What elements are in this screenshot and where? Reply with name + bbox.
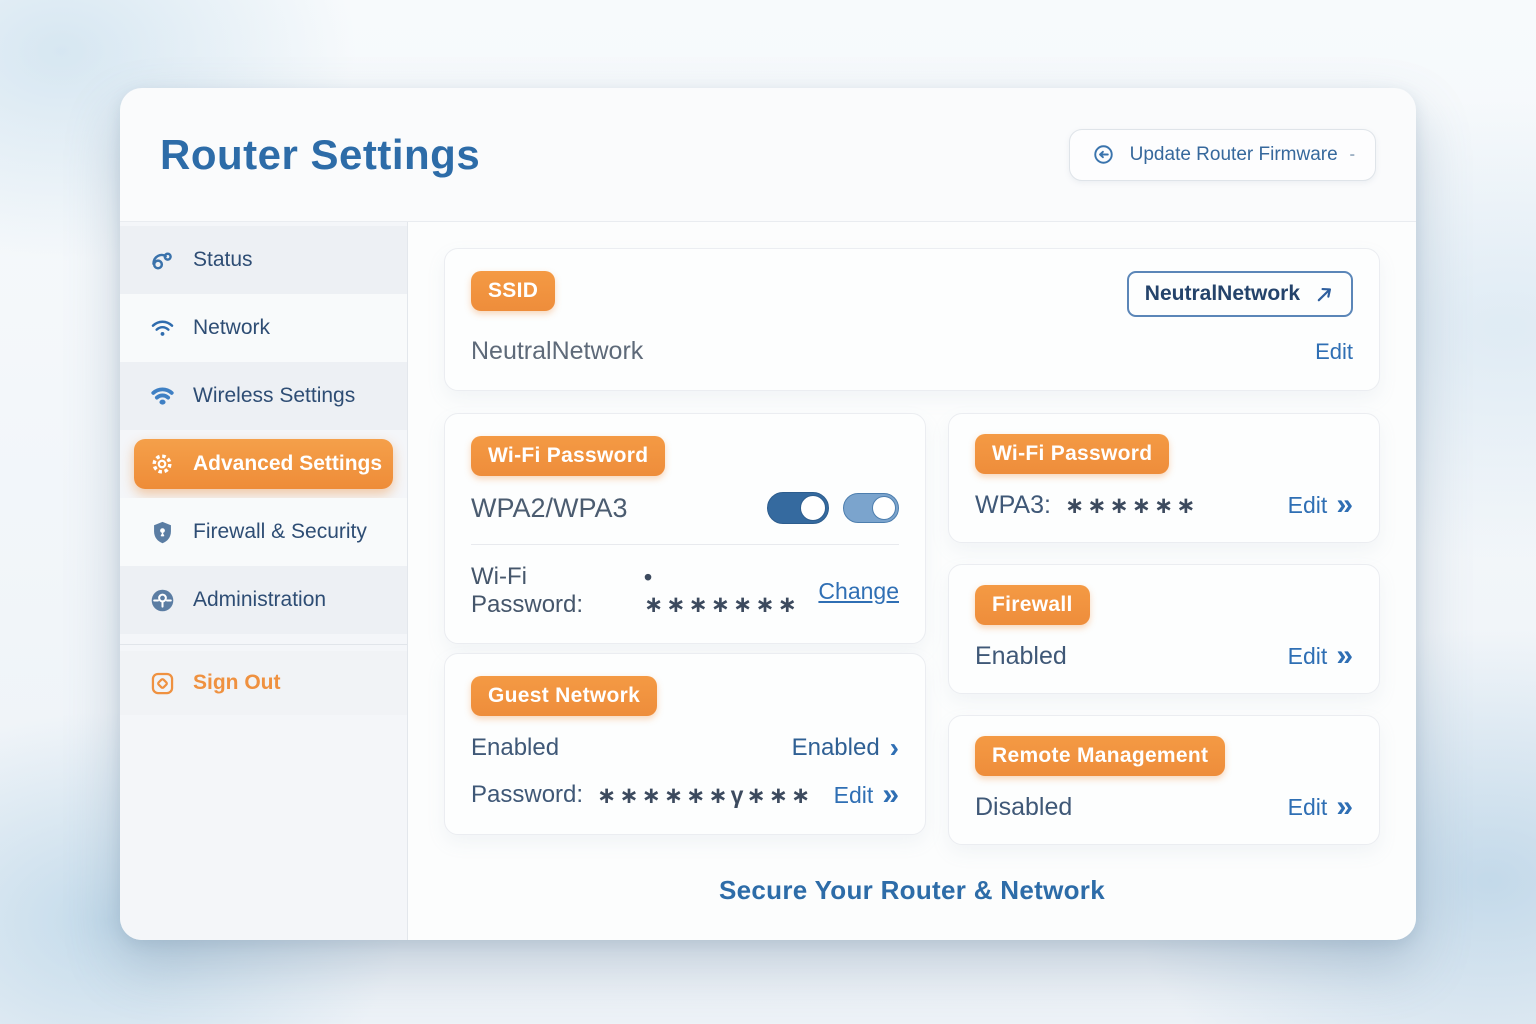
toggle-knob	[872, 495, 896, 520]
firewall-status: Enabled	[975, 641, 1067, 670]
edit-label: Edit	[1287, 793, 1328, 820]
remote-management-edit-link[interactable]: Edit »	[1288, 792, 1353, 822]
guest-status-label: Enabled	[471, 734, 560, 761]
dropdown-mark-icon: -	[1349, 145, 1355, 163]
sidebar-item-advanced-settings[interactable]: Advanced Settings	[134, 439, 393, 489]
router-settings-window: Router Settings Update Router Firmware -	[120, 88, 1416, 940]
firewall-edit-link[interactable]: Edit »	[1288, 641, 1353, 671]
toggle-knob	[800, 494, 826, 521]
sidebar-item-firewall-security[interactable]: Firewall & Security	[120, 498, 407, 566]
double-chevron-right-icon: »	[1336, 488, 1353, 521]
guest-network-card: Guest Network Enabled Enabled › Password…	[444, 653, 926, 835]
admin-icon	[148, 586, 176, 614]
wifi-password-summary-badge: Wi-Fi Password	[975, 434, 1170, 474]
wpa3-toggle[interactable]	[843, 493, 899, 523]
guest-network-badge: Guest Network	[471, 676, 658, 716]
sidebar: Status Network	[120, 222, 408, 940]
wifi-filled-icon	[148, 382, 176, 410]
ssid-value: NeutralNetwork	[471, 337, 644, 365]
ssid-card: SSID NeutralNetwork NeutralNetwork Edi	[444, 248, 1380, 391]
main-layout: Status Network	[120, 222, 1416, 940]
guest-password-label: Password:	[471, 781, 584, 808]
guest-password-mask: ∗∗∗∗∗∗γ∗∗∗	[597, 781, 814, 808]
double-chevron-right-icon: »	[1336, 790, 1353, 823]
sidebar-item-wireless-settings[interactable]: Wireless Settings	[120, 362, 407, 430]
status-icon	[148, 246, 176, 274]
sign-out-icon	[148, 669, 176, 697]
wifi-password-label: Wi-Fi Password:	[471, 563, 584, 618]
remote-management-card: Remote Management Disabled Edit »	[948, 715, 1380, 845]
double-chevron-right-icon: »	[882, 778, 899, 811]
card-divider	[471, 544, 899, 545]
security-mode-label: WPA2/WPA3	[471, 492, 628, 523]
edit-label: Edit	[1287, 491, 1328, 518]
wpa3-password-mask: ∗∗∗∗∗∗	[1064, 491, 1199, 518]
remote-management-badge: Remote Management	[975, 736, 1226, 776]
wifi-password-mask: • ∗∗∗∗∗∗∗	[643, 564, 800, 617]
wpa3-label: WPA3:	[975, 490, 1051, 519]
sidebar-item-label: Advanced Settings	[193, 452, 383, 475]
update-firmware-button[interactable]: Update Router Firmware -	[1068, 128, 1376, 181]
gear-icon	[148, 450, 176, 478]
remote-management-status: Disabled	[975, 792, 1073, 821]
chevron-right-icon: ›	[889, 732, 899, 763]
ssid-badge: SSID	[471, 271, 556, 311]
guest-edit-link[interactable]: Edit »	[834, 780, 899, 810]
sidebar-item-status[interactable]: Status	[120, 226, 407, 294]
header: Router Settings Update Router Firmware -	[120, 88, 1416, 222]
shield-icon	[148, 518, 176, 546]
sidebar-item-label: Sign Out	[193, 671, 281, 694]
wifi-password-badge: Wi-Fi Password	[471, 436, 666, 476]
content-area: SSID NeutralNetwork NeutralNetwork Edi	[408, 222, 1416, 940]
sidebar-item-label: Wireless Settings	[193, 384, 356, 407]
wifi-password-card: Wi-Fi Password WPA2/WPA3 Wi-Fi Password:…	[444, 413, 926, 644]
sidebar-item-label: Administration	[193, 588, 327, 611]
wpa3-edit-link[interactable]: Edit »	[1288, 490, 1353, 520]
arrow-up-right-icon	[1314, 284, 1335, 305]
wifi-password-summary-card: Wi-Fi Password WPA3: ∗∗∗∗∗∗ Edit »	[948, 413, 1380, 543]
security-footer-note: Secure Your Router & Network	[719, 875, 1105, 905]
sidebar-item-label: Status	[193, 248, 253, 271]
wpa2-toggle[interactable]	[767, 492, 829, 524]
guest-status-link[interactable]: Enabled ›	[792, 734, 899, 762]
guest-status-value: Enabled	[791, 734, 880, 761]
wifi-outline-icon	[148, 314, 176, 342]
firewall-card: Firewall Enabled Edit »	[948, 564, 1380, 694]
change-password-link[interactable]: Change	[818, 577, 899, 604]
update-firmware-label: Update Router Firmware	[1129, 143, 1338, 165]
sidebar-divider	[120, 644, 407, 645]
refresh-circle-icon	[1090, 141, 1118, 169]
ssid-input-value: NeutralNetwork	[1144, 282, 1300, 305]
page-title: Router Settings	[160, 130, 481, 178]
ssid-edit-link[interactable]: Edit	[1315, 338, 1353, 364]
edit-label: Edit	[1287, 642, 1328, 669]
sidebar-item-administration[interactable]: Administration	[120, 566, 407, 634]
edit-label: Edit	[833, 781, 874, 808]
sidebar-item-label: Firewall & Security	[193, 520, 367, 543]
sidebar-item-label: Network	[193, 316, 271, 339]
sidebar-item-sign-out[interactable]: Sign Out	[120, 651, 407, 715]
double-chevron-right-icon: »	[1336, 639, 1353, 672]
sidebar-item-network[interactable]: Network	[120, 294, 407, 362]
firewall-badge: Firewall	[975, 585, 1090, 625]
ssid-input[interactable]: NeutralNetwork	[1126, 271, 1353, 317]
